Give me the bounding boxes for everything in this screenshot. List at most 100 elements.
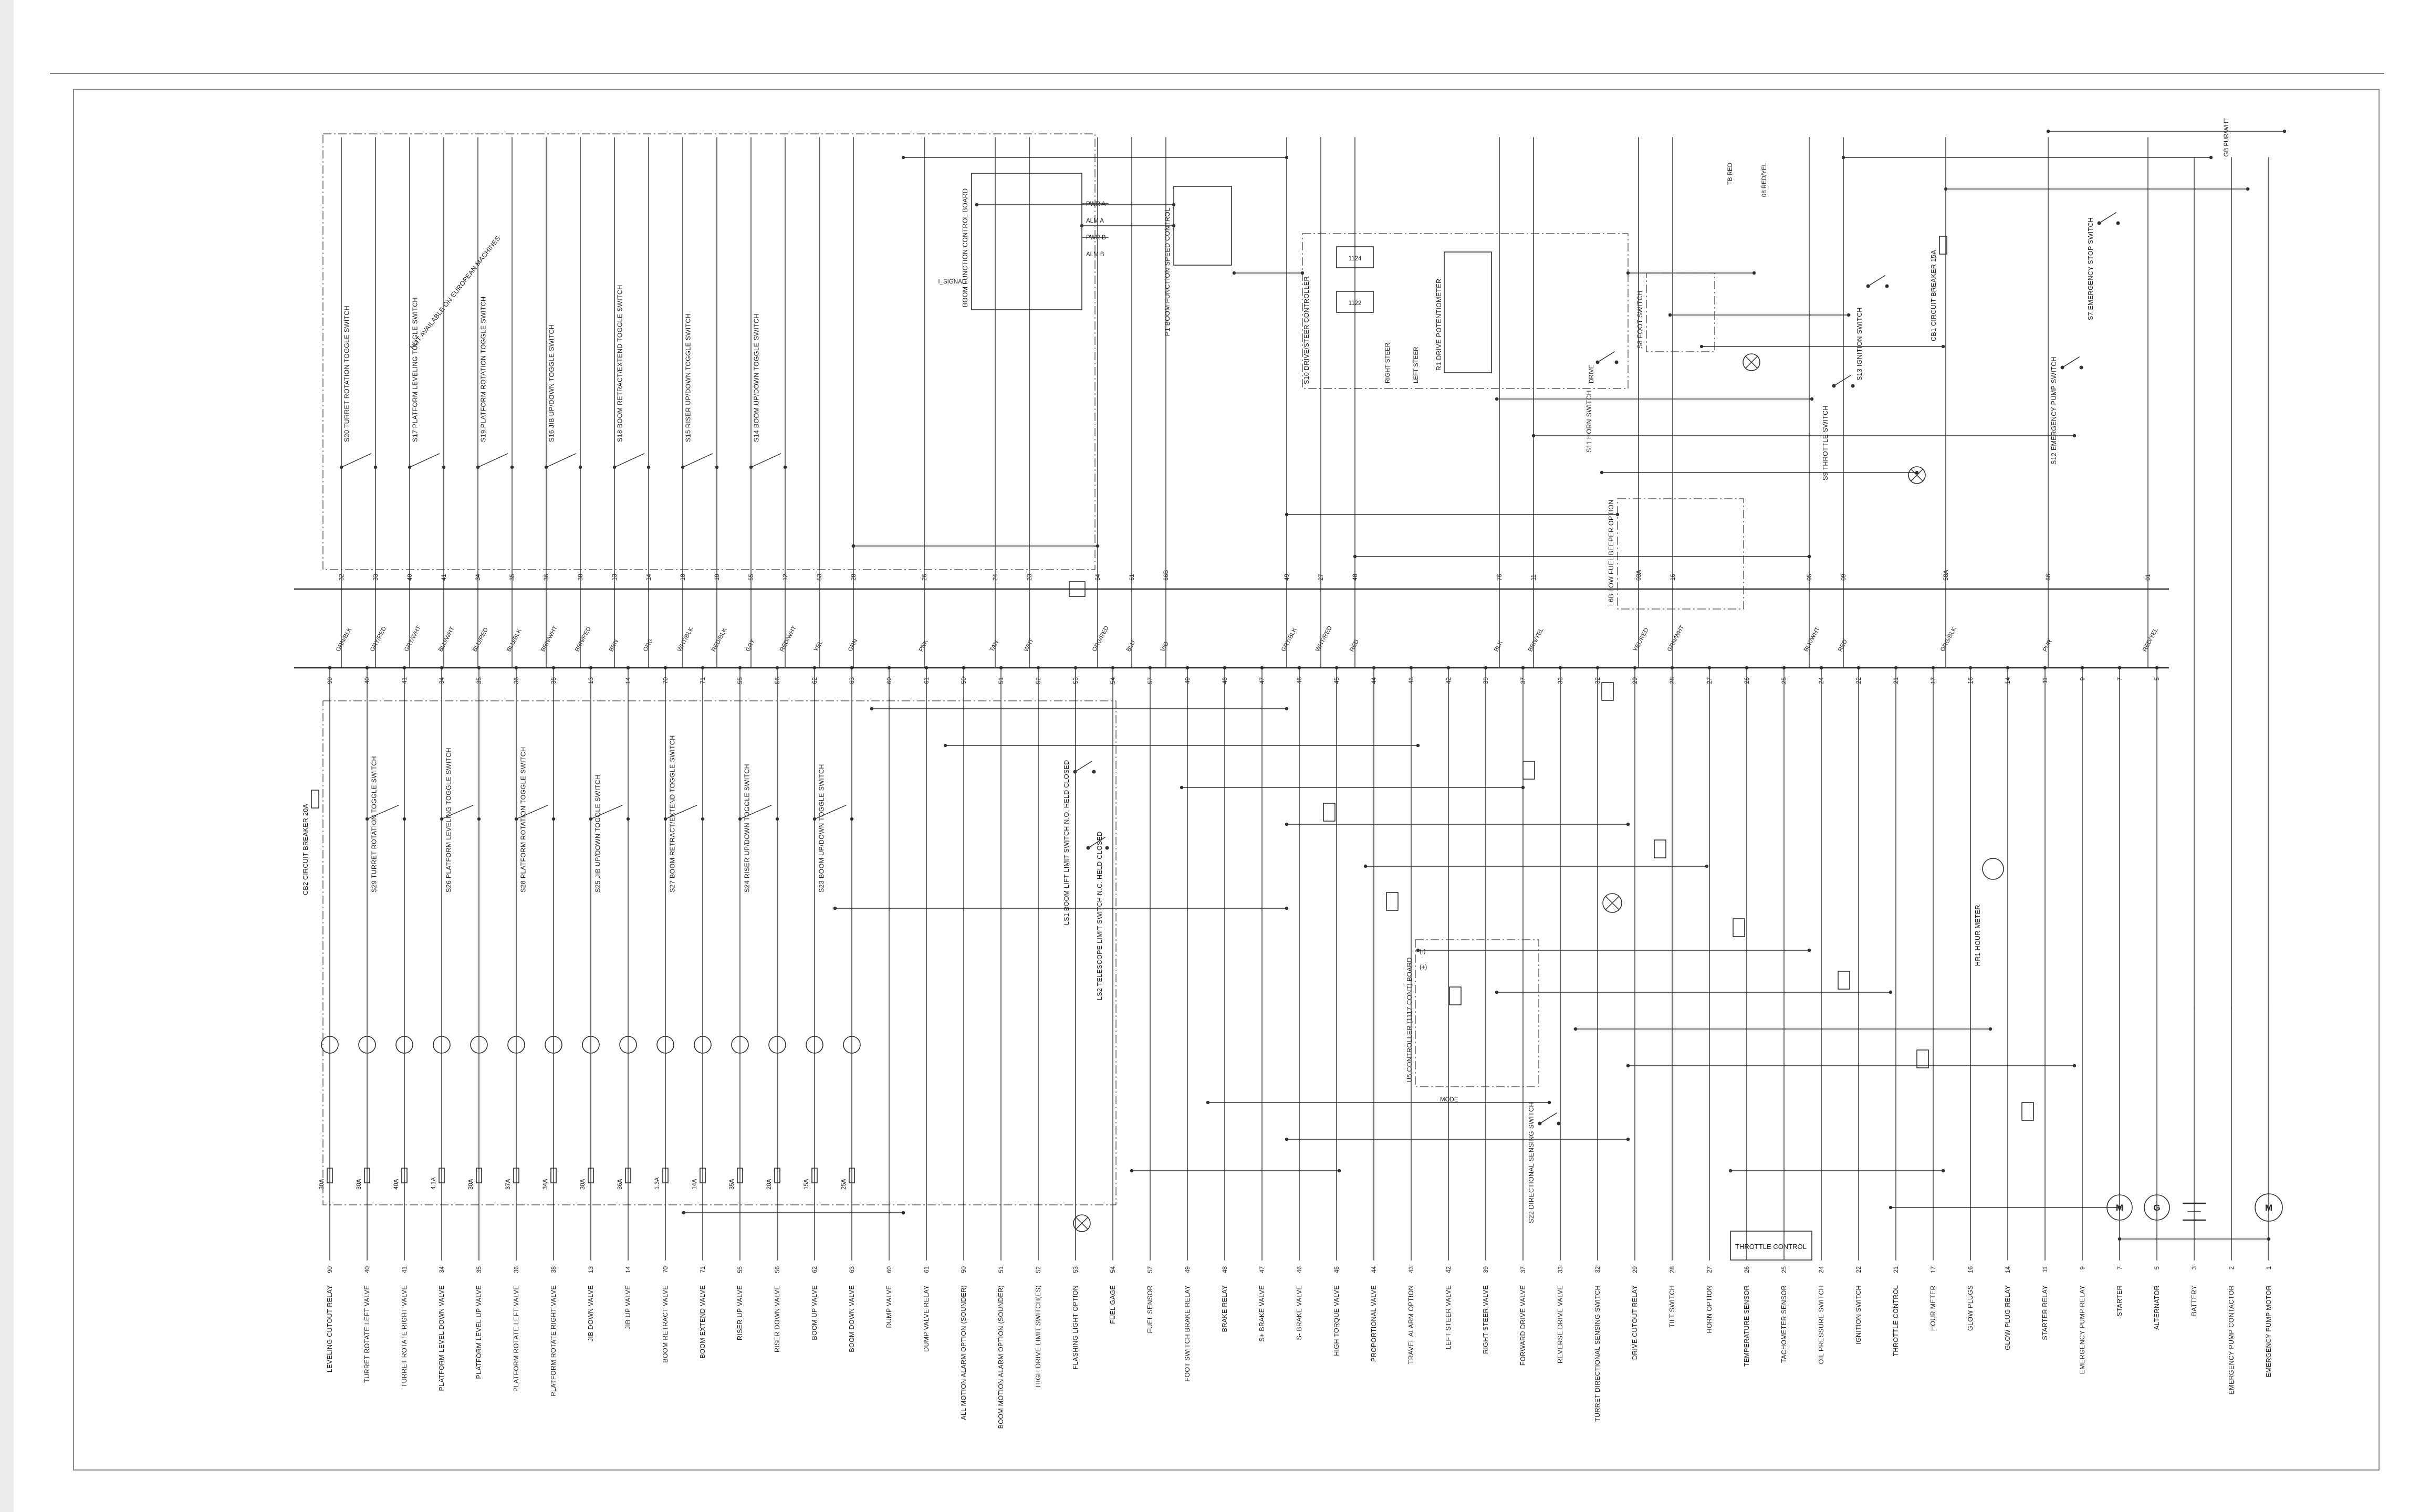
terminal-label: PROPORTIONAL VALVE: [1370, 1285, 1378, 1362]
wire-color-label: BLU/BLK: [506, 628, 523, 653]
junction-dot: [850, 666, 854, 670]
throttle-control-title: THROTTLE CONTROL: [1735, 1243, 1807, 1251]
junction-dot: [1446, 666, 1451, 670]
harness-terminal-number: 16: [1670, 574, 1676, 581]
junction-dot: [851, 544, 856, 548]
boom-board-pin: PWR A: [1086, 201, 1105, 207]
emergency-pump-switch-label: S12 EMERGENCY PUMP SWITCH: [2050, 356, 2058, 465]
fuse-value: 20A: [766, 1179, 773, 1190]
junction-dot: [1670, 666, 1674, 670]
speed-control-box: [1173, 186, 1232, 266]
throttle-control-box: [1730, 1231, 1812, 1261]
bus-terminal-number: 25: [1781, 677, 1788, 684]
junction-dot: [578, 465, 582, 469]
terminal-number: 56: [775, 1266, 781, 1273]
wire-color-label: BLU/WHT: [437, 626, 456, 653]
terminal-label: BOOM EXTEND VALVE: [699, 1285, 706, 1358]
harness-terminal-number: 38: [578, 574, 584, 581]
bus-terminal-number: 57: [1148, 677, 1154, 684]
terminal-number: 63: [849, 1266, 856, 1273]
junction-dot: [1495, 397, 1499, 401]
junction-dot: [1172, 203, 1176, 207]
terminal-label: ALTERNATOR: [2153, 1285, 2161, 1330]
terminal-label: EMERGENCY PUMP MOTOR: [2265, 1285, 2272, 1377]
junction-dot: [1363, 864, 1368, 868]
terminal-label: DRIVE CUTOUT RELAY: [1631, 1285, 1639, 1360]
junction-dot: [1633, 666, 1637, 670]
harness-terminal-number: 40: [407, 574, 413, 581]
terminal-number: 39: [1483, 1266, 1489, 1273]
junction-dot: [1130, 1169, 1134, 1173]
platform-switch-label: S28 PLATFORM ROTATION TOGGLE SWITCH: [520, 747, 527, 892]
junction-dot: [2209, 155, 2213, 160]
terminal-label: JIB DOWN VALVE: [587, 1285, 594, 1341]
bus-terminal-number: 9: [2080, 677, 2086, 680]
relay-coil: [470, 1036, 488, 1054]
junction-dot: [1782, 666, 1786, 670]
junction-dot: [1941, 344, 1945, 349]
fuse: [588, 1168, 594, 1183]
terminal-label: IGNITION SWITCH: [1855, 1285, 1862, 1345]
relay-coil: [358, 1036, 376, 1054]
horn-glyph: [1602, 893, 1622, 913]
throttle-switch: S9 THROTTLE SWITCH: [1822, 375, 1855, 480]
boom-board-pin: ALM A: [1086, 218, 1104, 224]
harness-terminal-number: 33: [373, 574, 379, 581]
terminal-label: RISER UP VALVE: [736, 1285, 744, 1340]
fuse: [550, 1168, 557, 1183]
controller-board-title: U5 CONTROLLER (1117 CONT) BOARD: [1406, 957, 1413, 1083]
terminal-number: 26: [1744, 1266, 1750, 1273]
harness-terminal-number: 28: [851, 574, 857, 581]
fuse-value: 15A: [804, 1179, 810, 1190]
junction-dot: [1495, 990, 1499, 994]
terminal-number: 38: [551, 1266, 557, 1273]
junction-dot: [1626, 1137, 1630, 1141]
bus-terminal-number: 35: [476, 677, 483, 684]
emergency-stop-label: S7 EMERGENCY STOP SWITCH: [2087, 217, 2094, 320]
fuse-value: 25A: [841, 1179, 847, 1190]
wire-color-label: BRN/YEL: [1527, 627, 1545, 653]
relay-module: [1733, 918, 1745, 937]
bus-connector-block: [1069, 581, 1086, 597]
hour-meter-label: HR1 HOUR METER: [1974, 905, 1981, 966]
junction-dot: [1931, 666, 1935, 670]
terminal-label: TURRET DIRECTIONAL SENSING SWITCH: [1594, 1285, 1601, 1422]
fuse: [700, 1168, 706, 1183]
terminal-label: BOOM UP VALVE: [811, 1285, 818, 1340]
junction-dot: [2118, 1205, 2122, 1210]
terminal-label: HIGH TORQUE VALVE: [1333, 1285, 1340, 1356]
speed-control-title: P1 BOOM FUNCTION SPEED CONTROL: [1164, 208, 1171, 336]
wire-color-label: ORG: [642, 638, 654, 653]
bus-terminal-number: 60: [886, 677, 893, 684]
terminal-number: 70: [663, 1266, 669, 1273]
terminal-label: EMERGENCY PUMP RELAY: [2079, 1285, 2086, 1374]
terminal-number: 33: [1558, 1266, 1564, 1273]
toggle-lever: [614, 453, 645, 468]
bus-terminal-number: 70: [663, 677, 669, 684]
terminal-label: ALL MOTION ALARM OPTION (SOUNDER): [960, 1285, 967, 1420]
junction-dot: [1285, 1137, 1289, 1141]
junction-dot: [1889, 1205, 1893, 1210]
terminal-label: FUEL GAGE: [1109, 1285, 1117, 1324]
junction-dot: [783, 465, 787, 469]
fuse-value: 37A: [505, 1179, 512, 1190]
wire-color-label: PNK: [918, 639, 930, 653]
bus-terminal-number: 54: [1110, 677, 1117, 684]
bus-terminal-number: 41: [402, 677, 408, 684]
indicator-lamp: [1743, 353, 1760, 371]
fuse-value: 4.1A: [431, 1177, 437, 1190]
terminal-number: 9: [2080, 1266, 2086, 1269]
terminal-label: FUEL SENSOR: [1146, 1285, 1154, 1333]
platform-switch-label: S24 RISER UP/DOWN TOGGLE SWITCH: [744, 764, 751, 892]
terminal-number: 35: [476, 1266, 483, 1273]
junction-dot: [943, 743, 947, 748]
wire-color-label: GRY/WHT: [403, 625, 422, 653]
fuse-value: 40A: [393, 1179, 400, 1190]
wire-color-label: YEL: [813, 639, 824, 653]
harness-terminal-number: 14: [646, 574, 652, 581]
junction-dot: [2282, 129, 2287, 133]
bus-terminal-number: 46: [1297, 677, 1303, 684]
terminal-label: TILT SWITCH: [1668, 1285, 1676, 1328]
harness-terminal-number: 58A: [1943, 570, 1949, 581]
terminal-label: HOUR METER: [1929, 1285, 1937, 1331]
